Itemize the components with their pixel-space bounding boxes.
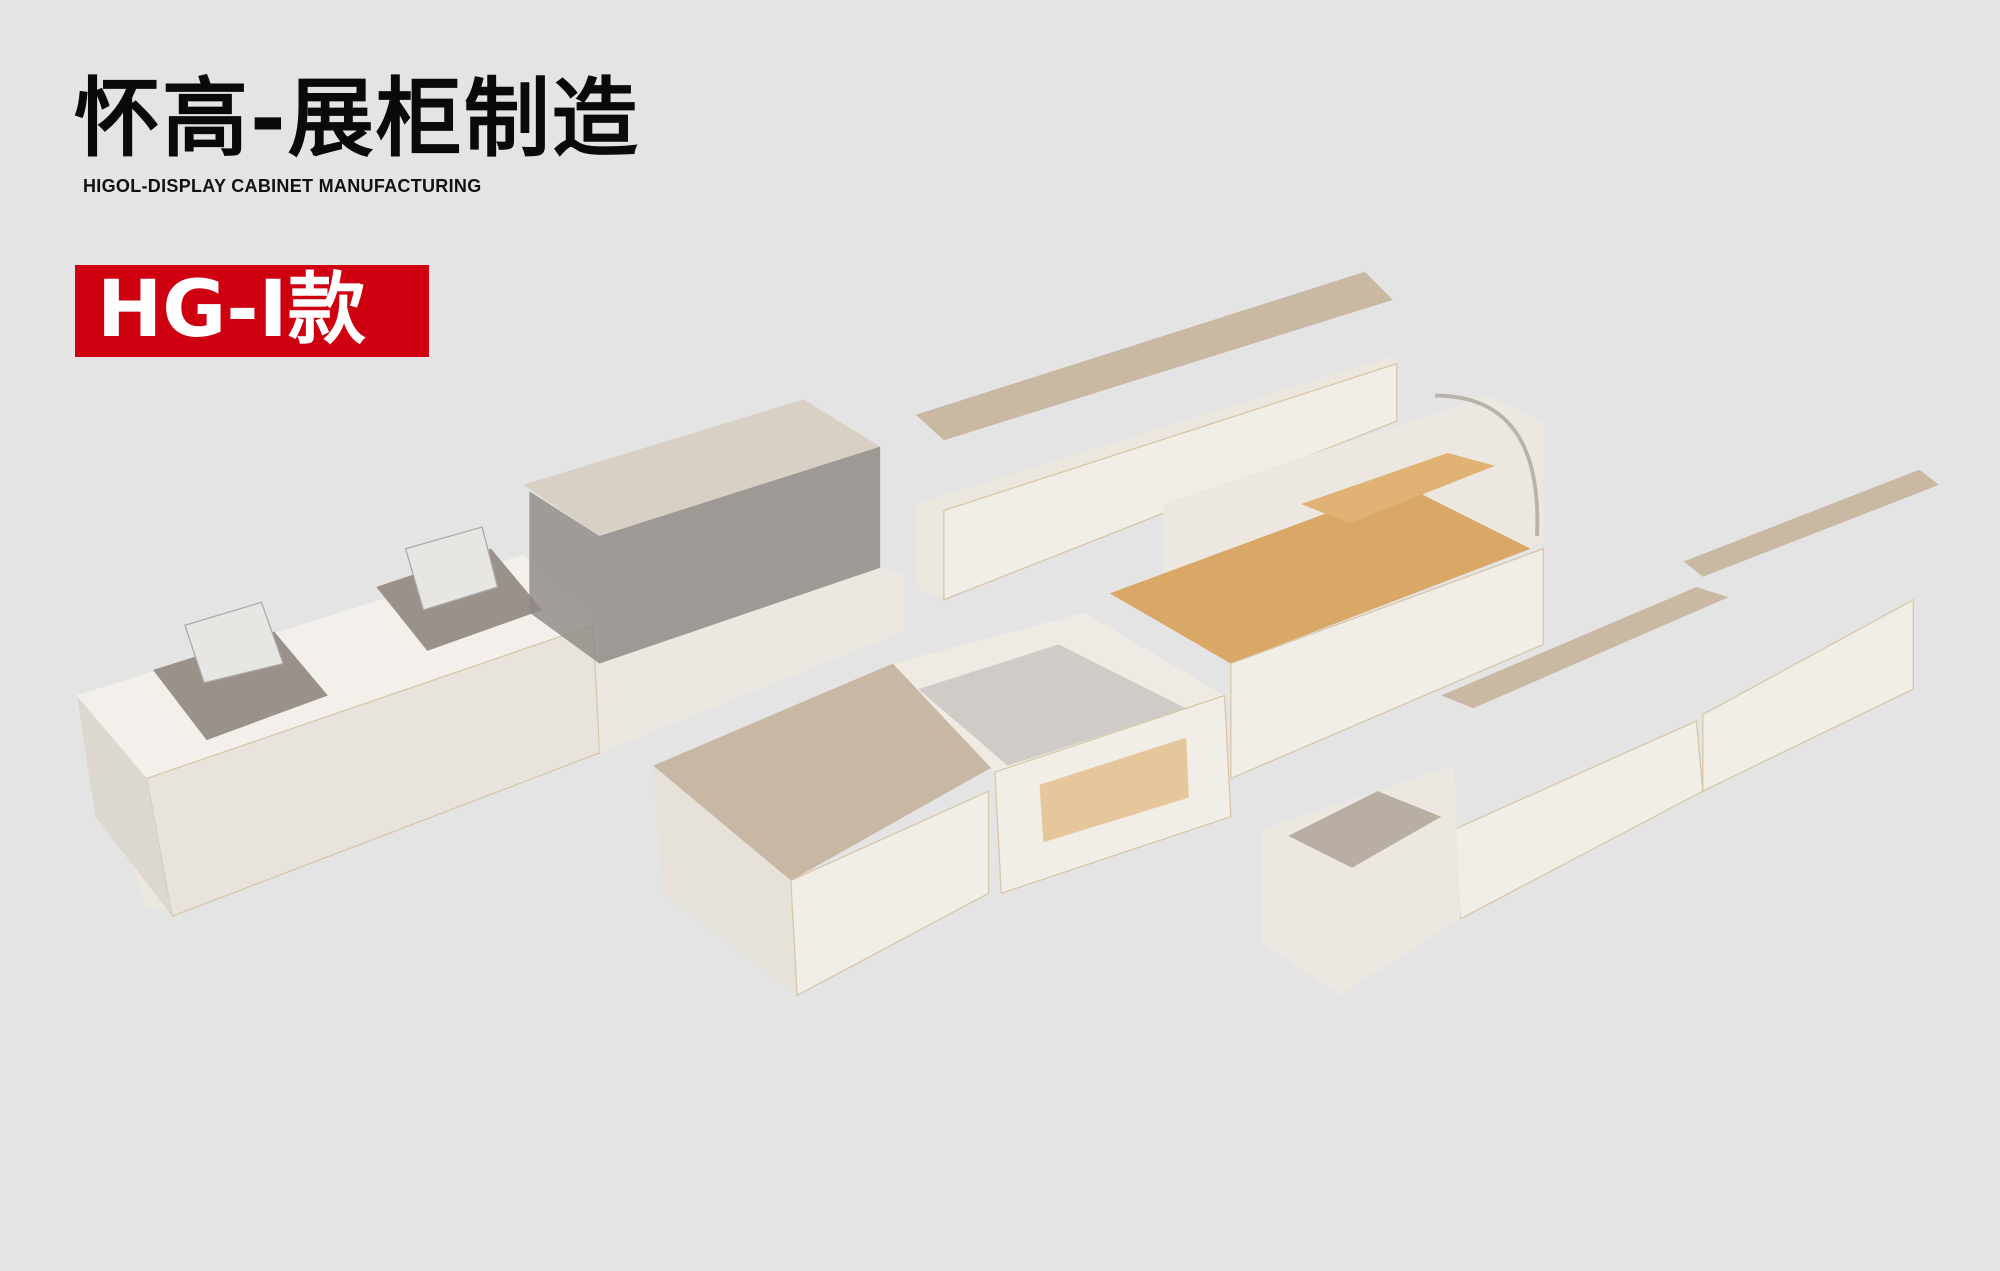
model-badge-label: HG-I款: [97, 265, 366, 355]
glass-display-cabinet: [522, 399, 904, 753]
right-shelf-counter: [1262, 469, 1939, 996]
page-title: 怀高-展柜制造: [74, 69, 640, 169]
cashier-counter: [76, 526, 601, 918]
model-badge: HG-I款: [75, 265, 429, 357]
bread-display-cabinet: [1109, 393, 1545, 780]
page-subtitle: HIGOL-DISPLAY CABINET MANUFACTURING: [83, 176, 482, 196]
back-shelf-counter: [915, 271, 1398, 601]
front-counter: [653, 612, 1232, 997]
